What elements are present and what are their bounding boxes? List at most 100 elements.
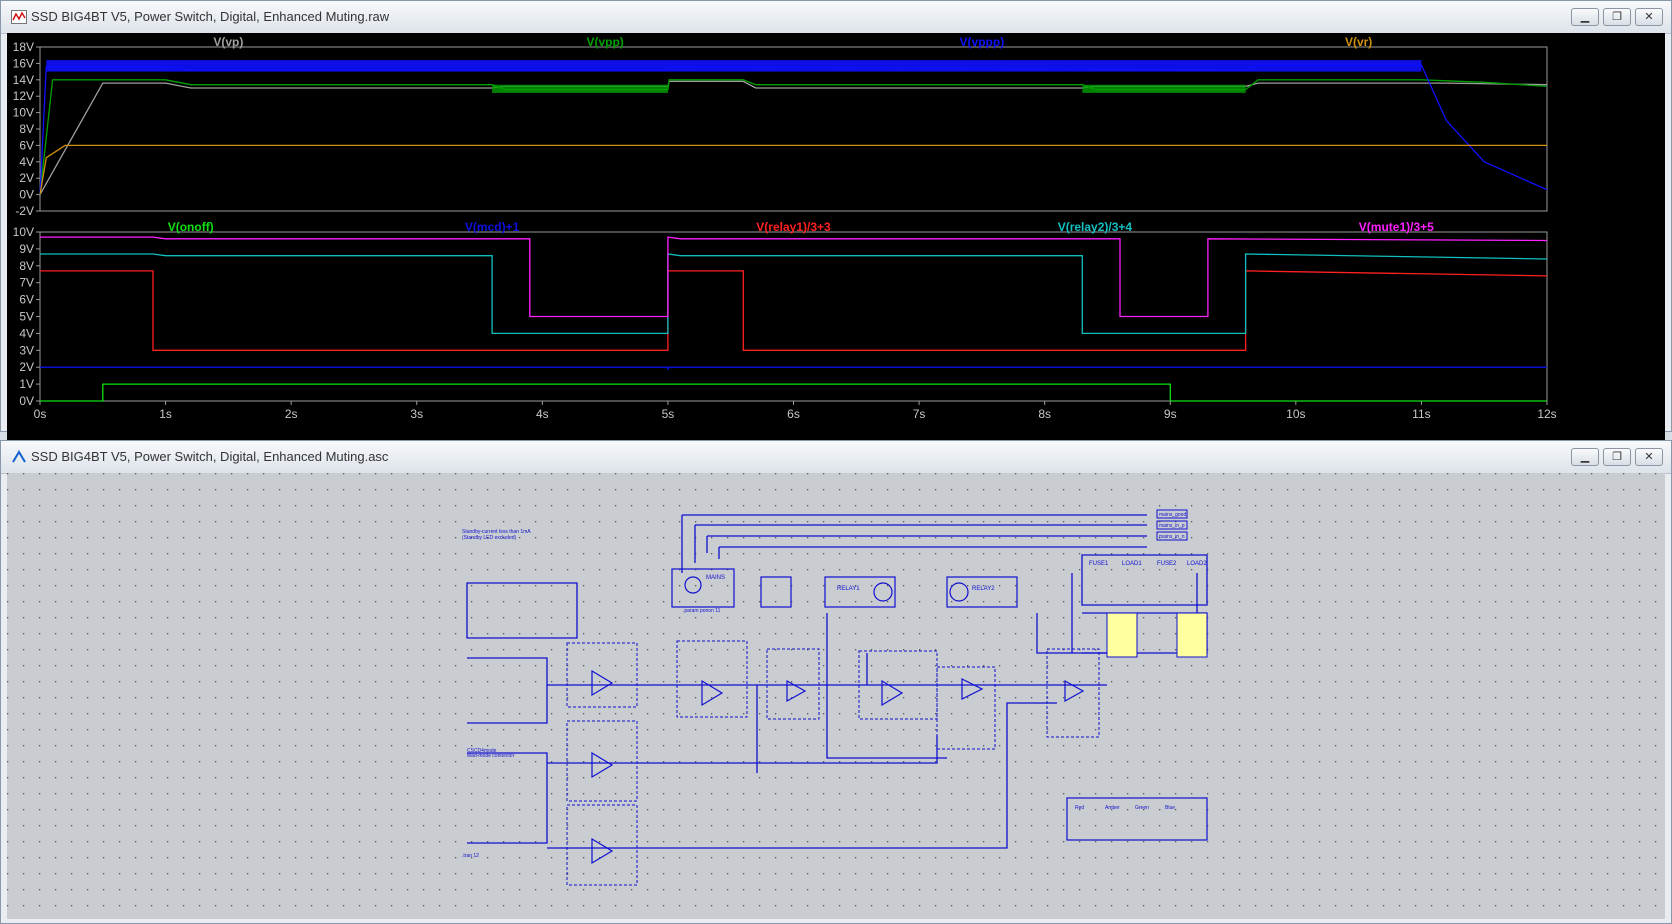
schematic-window-title: SSD BIG4BT V5, Power Switch, Digital, En… [31,449,389,464]
y-tick-label: 0V [19,394,34,408]
y-tick-label: 16V [13,56,34,70]
y-tick-label: 2V [19,360,34,374]
load2-label: LOAD2 [1187,561,1207,567]
minimize-button[interactable]: ▁ [1571,448,1599,466]
series-line-v-relay2-3-4[interactable] [40,253,1548,335]
relay2-label: RELAY2 [972,586,995,592]
x-tick-label: 3s [410,407,423,421]
vpp-ripple-band [1082,84,1246,93]
legend-label[interactable]: V(relay2)/3+4 [1058,220,1133,234]
net-mains-in-n: mains_in_n [1159,534,1185,540]
mains-label: MAINS [706,575,725,581]
relay-blocks [671,568,1018,608]
led-green-label: Green [1135,805,1149,811]
y-tick-label: 0V [19,188,34,202]
param-directive: .param ponon 11 [683,608,721,614]
led-amber-label: Amber [1105,805,1120,811]
opto-coupler-1 [1106,612,1138,658]
relay1-label: RELAY1 [837,586,860,592]
y-tick-label: 18V [13,40,34,54]
load1-label: LOAD1 [1122,561,1142,567]
vppp-ripple-band [46,60,1422,72]
close-button[interactable]: ✕ [1635,8,1663,26]
led-block [1066,797,1208,841]
restore-icon: ❐ [1612,450,1622,463]
schematic-drawing[interactable]: MAINS RELAY1 RELAY2 FUSE1 LOAD1 FUSE2 LO… [7,473,1665,919]
series-line-v-relay1-3-3[interactable] [40,270,1548,351]
legend-label[interactable]: V(mcd)+1 [465,220,520,234]
x-tick-label: 4s [536,407,549,421]
waveform-chart[interactable]: 18V 16V 14V 12V 10V 8V 6V 4V 2V 0V -2V V(vp) V(vpp) V… [7,33,1665,453]
restore-icon: ❐ [1612,10,1622,23]
series-line-v-vpp-[interactable] [39,79,1548,195]
minimize-icon: ▁ [1580,450,1590,463]
standby-note: Standby-current less than 1mA [462,529,531,535]
opamp-stages [566,640,1100,886]
tran-directive: .tran 12 [462,853,479,859]
close-button[interactable]: ✕ [1635,448,1663,466]
cscd-note: CSCD4mode [467,748,497,754]
plot-window-titlebar[interactable]: SSD BIG4BT V5, Power Switch, Digital, En… [1,1,1671,34]
minimize-icon: ▁ [1580,10,1590,23]
series-line-v-vr-[interactable] [39,144,1547,195]
x-tick-label: 0s [34,407,47,421]
xlr-note: Mad-mode connector [467,753,515,759]
legend-label[interactable]: V(vp) [213,35,243,49]
y-tick-label: 2V [19,171,34,185]
schematic-grid [7,473,1665,919]
legend-label[interactable]: V(vpp) [586,35,623,49]
y-tick-label: 1V [19,377,34,391]
x-tick-label: 12s [1537,407,1556,421]
y-tick-label: 10V [13,225,34,239]
net-mains-good: mains_good [1159,512,1186,518]
legend-label[interactable]: V(onoff) [168,220,214,234]
waveform-app-icon [11,10,27,24]
x-tick-label: 1s [159,407,172,421]
close-icon: ✕ [1644,450,1654,463]
y-tick-label: 9V [19,242,34,256]
standby-note-sub: (Standby LED excluded) [462,535,517,541]
net-mains-in-p: mains_in_p [1159,523,1185,529]
schematic-canvas[interactable]: MAINS RELAY1 RELAY2 FUSE1 LOAD1 FUSE2 LO… [7,473,1665,919]
close-icon: ✕ [1644,10,1654,23]
plot-pane-2-frame [39,231,1548,402]
y-tick-label: 6V [19,293,34,307]
y-tick-label: 7V [19,276,34,290]
restore-button[interactable]: ❐ [1603,8,1631,26]
x-tick-label: 11s [1412,407,1430,421]
legend-label[interactable]: V(relay1)/3+3 [756,220,831,234]
x-tick-label: 10s [1286,407,1305,421]
x-tick-label: 2s [285,407,298,421]
series-line-v-mute1-3-5[interactable] [40,236,1548,318]
legend-label[interactable]: V(vr) [1345,35,1372,49]
legend-label[interactable]: V(vppp) [960,35,1005,49]
y-tick-label: -2V [15,204,34,218]
minimize-button[interactable]: ▁ [1571,8,1599,26]
opamp-triangles [591,669,1085,865]
restore-button[interactable]: ❐ [1603,448,1631,466]
led-red-label: Red [1075,805,1084,811]
x-tick-label: 9s [1164,407,1177,421]
fuse1-label: FUSE1 [1089,561,1109,567]
y-tick-label: 14V [13,73,34,87]
x-tick-label: 6s [787,407,800,421]
opto-coupler-2 [1176,612,1208,658]
series-line-v-mcd-1[interactable] [40,366,1547,371]
schematic-app-icon [12,450,26,463]
series-line-v-onoff-[interactable] [40,383,1547,402]
y-tick-label: 12V [13,89,34,103]
plot-window-title: SSD BIG4BT V5, Power Switch, Digital, En… [31,9,390,24]
x-tick-label: 7s [913,407,926,421]
waveform-plot-area[interactable]: 18V 16V 14V 12V 10V 8V 6V 4V 2V 0V -2V V(vp) V(vpp) V… [7,33,1665,453]
y-tick-label: 8V [19,259,34,273]
legend-label[interactable]: V(mute1)/3+5 [1359,220,1434,234]
y-tick-label: 3V [19,343,34,357]
schematic-window-titlebar[interactable]: SSD BIG4BT V5, Power Switch, Digital, En… [1,441,1671,474]
y-tick-label: 6V [19,138,34,152]
schematic-window: SSD BIG4BT V5, Power Switch, Digital, En… [0,440,1672,924]
series-line-v-vp-[interactable] [39,80,1548,195]
y-tick-label: 8V [19,122,34,136]
y-tick-label: 5V [19,310,34,324]
x-tick-label: 5s [662,407,675,421]
y-tick-label: 4V [19,326,34,340]
